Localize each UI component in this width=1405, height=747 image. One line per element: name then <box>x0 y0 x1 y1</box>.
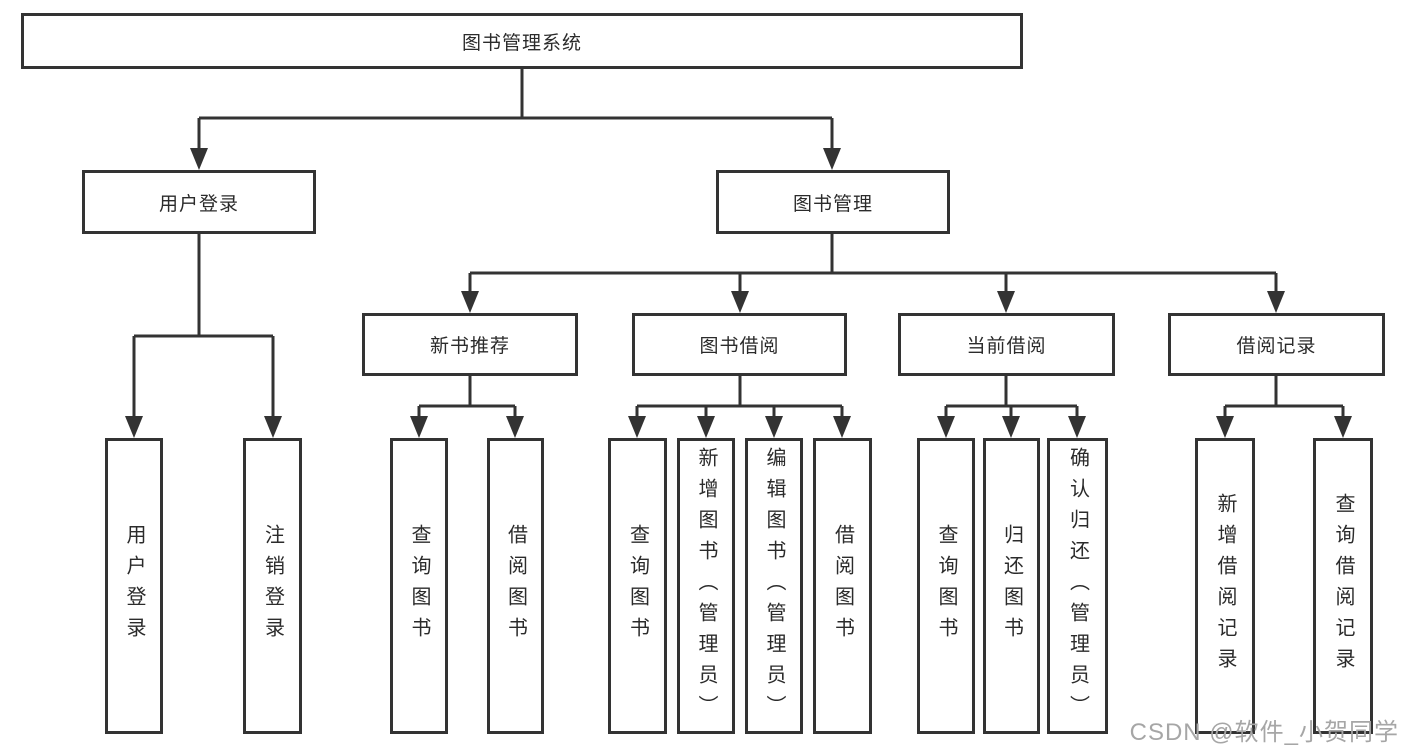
arrowhead <box>190 148 208 170</box>
node-book-management-label: 图书管理 <box>792 193 873 215</box>
leaf-edit-books-admin: 编辑图书（管理员） <box>745 438 803 734</box>
leaf-query-books-recommend-label: 查询图书 <box>408 524 430 648</box>
node-root: 图书管理系统 <box>21 13 1023 69</box>
leaf-add-books-admin-label: 新增图书（管理员） <box>695 446 717 726</box>
connector-book-management-children <box>468 233 1278 297</box>
arrowhead <box>125 416 143 438</box>
leaf-return-books-label: 归还图书 <box>1000 524 1023 648</box>
arrowhead <box>1334 416 1352 438</box>
leaf-query-books-current: 查询图书 <box>917 438 975 734</box>
csdn-watermark: CSDN @软件_小贺同学 <box>1129 719 1399 746</box>
leaf-query-books-borrow: 查询图书 <box>608 438 667 734</box>
leaf-logout: 注销登录 <box>243 438 302 734</box>
node-current-borrow: 当前借阅 <box>898 313 1115 376</box>
connector-user-login-children <box>132 233 275 420</box>
node-current-borrow-label: 当前借阅 <box>966 336 1047 357</box>
arrowhead <box>833 416 851 438</box>
arrowhead <box>823 148 841 170</box>
arrowhead <box>1267 291 1285 313</box>
node-borrow-records-label: 借阅记录 <box>1236 336 1317 357</box>
leaf-borrow-books: 借阅图书 <box>813 438 872 734</box>
leaf-query-books-borrow-label: 查询图书 <box>626 524 649 648</box>
leaf-borrow-books-recommend-label: 借阅图书 <box>504 524 527 648</box>
arrowheads <box>125 148 1352 438</box>
arrowhead <box>628 416 646 438</box>
arrowhead <box>937 416 955 438</box>
connector-new-book-children <box>417 376 517 422</box>
leaf-return-books: 归还图书 <box>983 438 1040 734</box>
arrowhead <box>410 416 428 438</box>
connector-root-to-level2 <box>197 68 834 152</box>
leaf-borrow-books-label: 借阅图书 <box>831 524 854 648</box>
leaf-user-login-label: 用户登录 <box>123 524 145 648</box>
node-book-borrow-label: 图书借阅 <box>699 336 780 357</box>
node-book-borrow: 图书借阅 <box>632 313 847 376</box>
leaf-query-books-current-label: 查询图书 <box>935 524 957 648</box>
leaf-query-borrow-record: 查询借阅记录 <box>1313 438 1373 734</box>
leaf-add-borrow-record-label: 新增借阅记录 <box>1214 493 1236 679</box>
leaf-add-borrow-record: 新增借阅记录 <box>1195 438 1255 734</box>
leaf-user-login: 用户登录 <box>105 438 163 734</box>
node-user-login: 用户登录 <box>82 170 316 234</box>
arrowhead <box>1068 416 1086 438</box>
arrowhead <box>997 291 1015 313</box>
leaf-borrow-books-recommend: 借阅图书 <box>487 438 544 734</box>
node-user-login-label: 用户登录 <box>158 193 239 215</box>
node-new-book-recommend-label: 新书推荐 <box>429 336 510 357</box>
arrowhead <box>264 416 282 438</box>
connector-current-borrow-children <box>944 376 1079 422</box>
leaf-confirm-return-admin: 确认归还（管理员） <box>1047 438 1108 734</box>
leaf-query-books-recommend: 查询图书 <box>390 438 448 734</box>
arrowhead <box>765 416 783 438</box>
leaf-edit-books-admin-label: 编辑图书（管理员） <box>763 446 785 726</box>
leaf-confirm-return-admin-label: 确认归还（管理员） <box>1066 446 1089 726</box>
node-root-label: 图书管理系统 <box>461 32 582 54</box>
arrowhead <box>461 291 479 313</box>
node-book-management: 图书管理 <box>716 170 950 234</box>
arrowhead <box>1002 416 1020 438</box>
leaf-add-books-admin: 新增图书（管理员） <box>677 438 735 734</box>
leaf-query-borrow-record-label: 查询借阅记录 <box>1332 493 1354 679</box>
arrowhead <box>731 291 749 313</box>
leaf-logout-label: 注销登录 <box>261 524 284 648</box>
arrowhead <box>1216 416 1234 438</box>
arrowhead <box>697 416 715 438</box>
connector-borrow-record-children <box>1223 376 1345 422</box>
connector-book-borrow-children <box>635 376 844 422</box>
arrowhead <box>506 416 524 438</box>
node-new-book-recommend: 新书推荐 <box>362 313 578 376</box>
node-borrow-records: 借阅记录 <box>1168 313 1385 376</box>
